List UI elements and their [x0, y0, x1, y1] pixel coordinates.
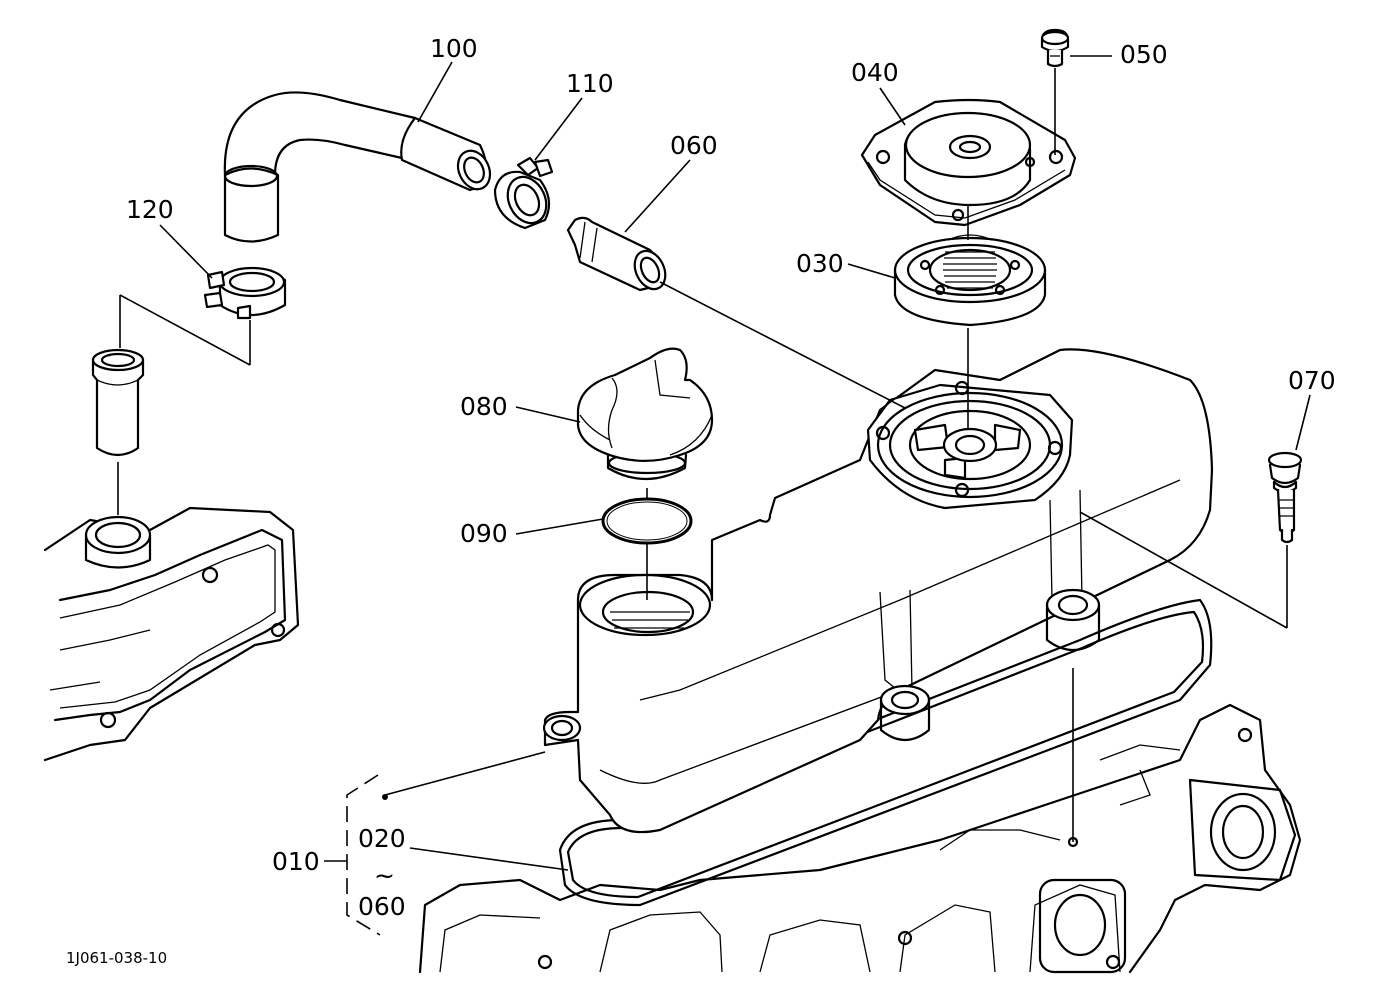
part-040-breather-cover — [860, 98, 1077, 227]
part-080-oil-cap — [576, 347, 714, 481]
label-060: 060 — [670, 131, 718, 160]
part-090-o-ring — [601, 497, 693, 545]
label-050: 050 — [1120, 40, 1168, 69]
cylinder-head-background — [418, 703, 1302, 974]
label-110: 110 — [566, 69, 614, 98]
label-120: 120 — [126, 195, 174, 224]
label-080: 080 — [460, 392, 508, 421]
callout-labels: 100 110 060 120 040 050 030 070 080 090 … — [66, 34, 1336, 967]
label-100: 100 — [430, 34, 478, 63]
label-020: 020 — [358, 824, 406, 853]
part-100-hose — [223, 91, 492, 243]
label-tilde: ~ — [374, 861, 395, 890]
label-010: 010 — [272, 847, 320, 876]
part-070-bolt — [1267, 451, 1303, 544]
part-110-clamp — [493, 156, 554, 230]
valve-cover-gasket — [558, 598, 1213, 907]
drawing-code: 1J061-038-10 — [66, 949, 167, 967]
part-060-pipe — [566, 216, 667, 292]
part-060-pipe-left — [91, 348, 145, 457]
part-050-screw — [1040, 28, 1070, 68]
valve-cover — [542, 348, 1214, 834]
intake-manifold-background — [43, 506, 300, 762]
leader-lines — [117, 55, 1311, 936]
label-040: 040 — [851, 58, 899, 87]
label-070: 070 — [1288, 366, 1336, 395]
part-030-diaphragm — [893, 234, 1047, 327]
label-030: 030 — [796, 249, 844, 278]
label-090: 090 — [460, 519, 508, 548]
part-120-clamp — [203, 266, 287, 320]
label-060-range: 060 — [358, 892, 406, 921]
